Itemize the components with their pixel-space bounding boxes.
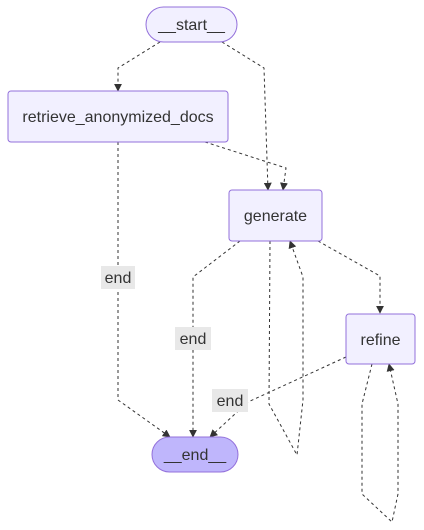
edge-retrieve-to-end [117,142,171,438]
node-end-label: __end__ [163,447,227,464]
edge-label-generate-end: end [175,327,211,350]
node-retrieve-label: retrieve_anonymized_docs [22,109,213,126]
edge-label-refine-end: end [212,389,248,412]
edge-start-to-generate [221,41,272,191]
node-generate-label: generate [244,208,307,225]
node-refine[interactable]: refine [345,313,416,365]
edge-label-retrieve-end: end [101,266,135,289]
edge-retrieve-to-generate [204,141,288,191]
edge-generate-self-loop [268,240,304,457]
node-start-label: __start__ [157,17,226,34]
node-start[interactable]: __start__ [145,6,238,43]
edge-generate-to-end [189,240,241,438]
node-end[interactable]: __end__ [151,436,239,473]
edge-label-text: end [105,270,132,287]
node-generate[interactable]: generate [228,189,323,242]
edges [114,41,399,523]
edge-generate-to-refine [317,240,384,314]
node-retrieve-anonymized-docs[interactable]: retrieve_anonymized_docs [7,90,229,143]
edge-label-text: end [180,331,207,348]
node-refine-label: refine [360,332,400,349]
edge-label-text: end [217,393,244,410]
edge-refine-self-loop [361,363,399,523]
edge-start-to-retrieve [114,41,161,92]
